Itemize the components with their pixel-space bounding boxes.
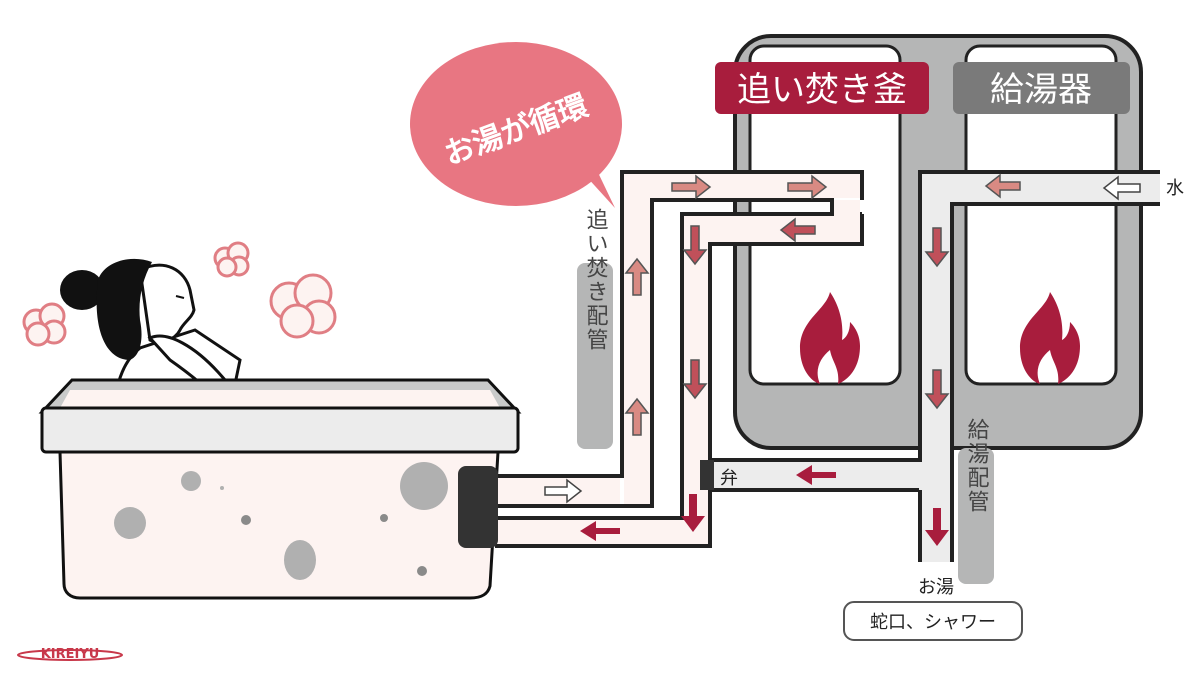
- arrow-down-icon: [681, 494, 705, 532]
- logo-text: KIREIYU: [41, 647, 100, 662]
- bathtub: [38, 378, 522, 600]
- supply-pipe-tag: 給湯配管: [958, 418, 994, 584]
- water-in-label: 水: [1166, 178, 1184, 199]
- arrow-left-icon: [1102, 175, 1141, 201]
- arrow-right-icon: [544, 478, 583, 504]
- reheat-boiler-label: 追い焚き釜: [737, 70, 907, 110]
- hot-water-label: お湯: [918, 577, 954, 598]
- kireiyu-logo: KIREIYU: [17, 647, 123, 662]
- valve: [700, 460, 714, 490]
- arrow-right-icon: [671, 174, 712, 200]
- flame-icon: [800, 292, 860, 384]
- steam-icon: [213, 241, 250, 278]
- arrow-down-icon: [924, 227, 950, 268]
- arrow-left-icon: [796, 465, 836, 485]
- water-heater-title: 給湯器: [953, 62, 1130, 114]
- arrow-left-icon: [580, 521, 620, 541]
- bath-inlet: [458, 466, 498, 548]
- reheat-pipe-tag: 追い焚き配管: [577, 208, 613, 449]
- valve-label: 弁: [720, 468, 738, 489]
- water-heater-label: 給湯器: [990, 70, 1092, 110]
- steam-puffs: [22, 241, 337, 347]
- supply-pipe-label: 給湯配管: [964, 418, 990, 514]
- flow-arrows: [544, 173, 1141, 546]
- arrow-down-icon: [924, 369, 950, 410]
- reheat-pipe-label: 追い焚き配管: [583, 208, 609, 352]
- arrow-left-icon: [779, 217, 816, 243]
- reheat-boiler-title: 追い焚き釜: [715, 62, 929, 114]
- arrow-down-icon: [682, 225, 708, 266]
- grime-spots: [114, 462, 448, 580]
- arrow-up-icon: [624, 257, 650, 296]
- speech-bubble: お湯が循環: [410, 42, 622, 208]
- water-heater-chamber: [964, 44, 1118, 386]
- outlet-tag: 蛇口、シャワー: [843, 601, 1023, 641]
- arrow-down-icon: [682, 359, 708, 400]
- flame-icon: [1020, 292, 1080, 384]
- arrow-down-icon: [925, 508, 949, 546]
- outlet-label: 蛇口、シャワー: [870, 612, 996, 633]
- arrow-right-icon: [787, 174, 828, 200]
- steam-icon: [22, 302, 67, 347]
- steam-icon: [269, 273, 337, 339]
- arrow-up-icon: [624, 397, 650, 436]
- arrow-left-icon: [984, 173, 1021, 199]
